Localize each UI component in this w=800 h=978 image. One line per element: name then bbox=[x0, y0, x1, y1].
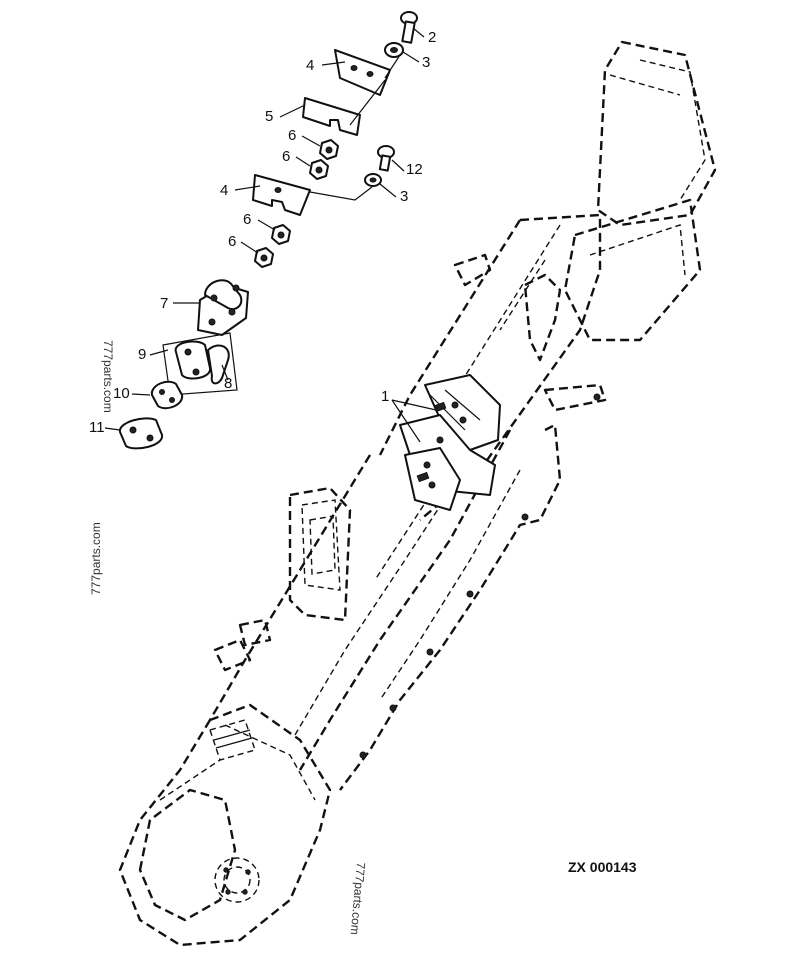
spring-clip-8 bbox=[207, 344, 230, 385]
watermark-bottom: 777parts.com bbox=[348, 862, 368, 936]
callout-6-a: 6 bbox=[288, 127, 296, 144]
nut-pair-lower bbox=[254, 224, 291, 268]
watermark-top: 777parts.com bbox=[101, 340, 115, 413]
callout-11: 11 bbox=[89, 419, 105, 436]
guide-bracket-assembly bbox=[399, 374, 501, 511]
connecting-link-9 bbox=[174, 340, 211, 380]
chain-link-10 bbox=[150, 380, 184, 410]
callout-labels: 2 3 4 5 6 6 12 3 4 6 6 7 9 8 10 11 1 bbox=[89, 29, 436, 436]
callout-9: 9 bbox=[138, 346, 146, 363]
callout-7: 7 bbox=[160, 295, 168, 312]
callout-1: 1 bbox=[381, 388, 389, 405]
attachment-link-7 bbox=[197, 279, 249, 336]
callout-12: 12 bbox=[406, 161, 423, 178]
hardware-stack bbox=[252, 11, 418, 268]
watermark-left: 777parts.com bbox=[89, 522, 103, 595]
callout-6-c: 6 bbox=[243, 211, 251, 228]
bolt-2 bbox=[400, 11, 418, 44]
callout-3-lower: 3 bbox=[400, 188, 408, 205]
callout-3-upper: 3 bbox=[422, 54, 430, 71]
bolt-12 bbox=[377, 145, 395, 172]
callout-4-upper: 4 bbox=[306, 57, 314, 74]
callout-2: 2 bbox=[428, 29, 436, 46]
chain-parts bbox=[119, 279, 249, 450]
callout-10: 10 bbox=[113, 385, 130, 402]
callout-8: 8 bbox=[224, 375, 232, 392]
callout-6-d: 6 bbox=[228, 233, 236, 250]
side-bolts bbox=[359, 393, 601, 759]
leader-lines bbox=[104, 27, 437, 443]
callout-5: 5 bbox=[265, 108, 273, 125]
callout-6-b: 6 bbox=[282, 148, 290, 165]
chain-link-11 bbox=[119, 417, 163, 450]
nut-pair-upper bbox=[309, 139, 339, 180]
callout-4-lower: 4 bbox=[220, 182, 228, 199]
drawing-reference: ZX 000143 bbox=[568, 859, 637, 875]
